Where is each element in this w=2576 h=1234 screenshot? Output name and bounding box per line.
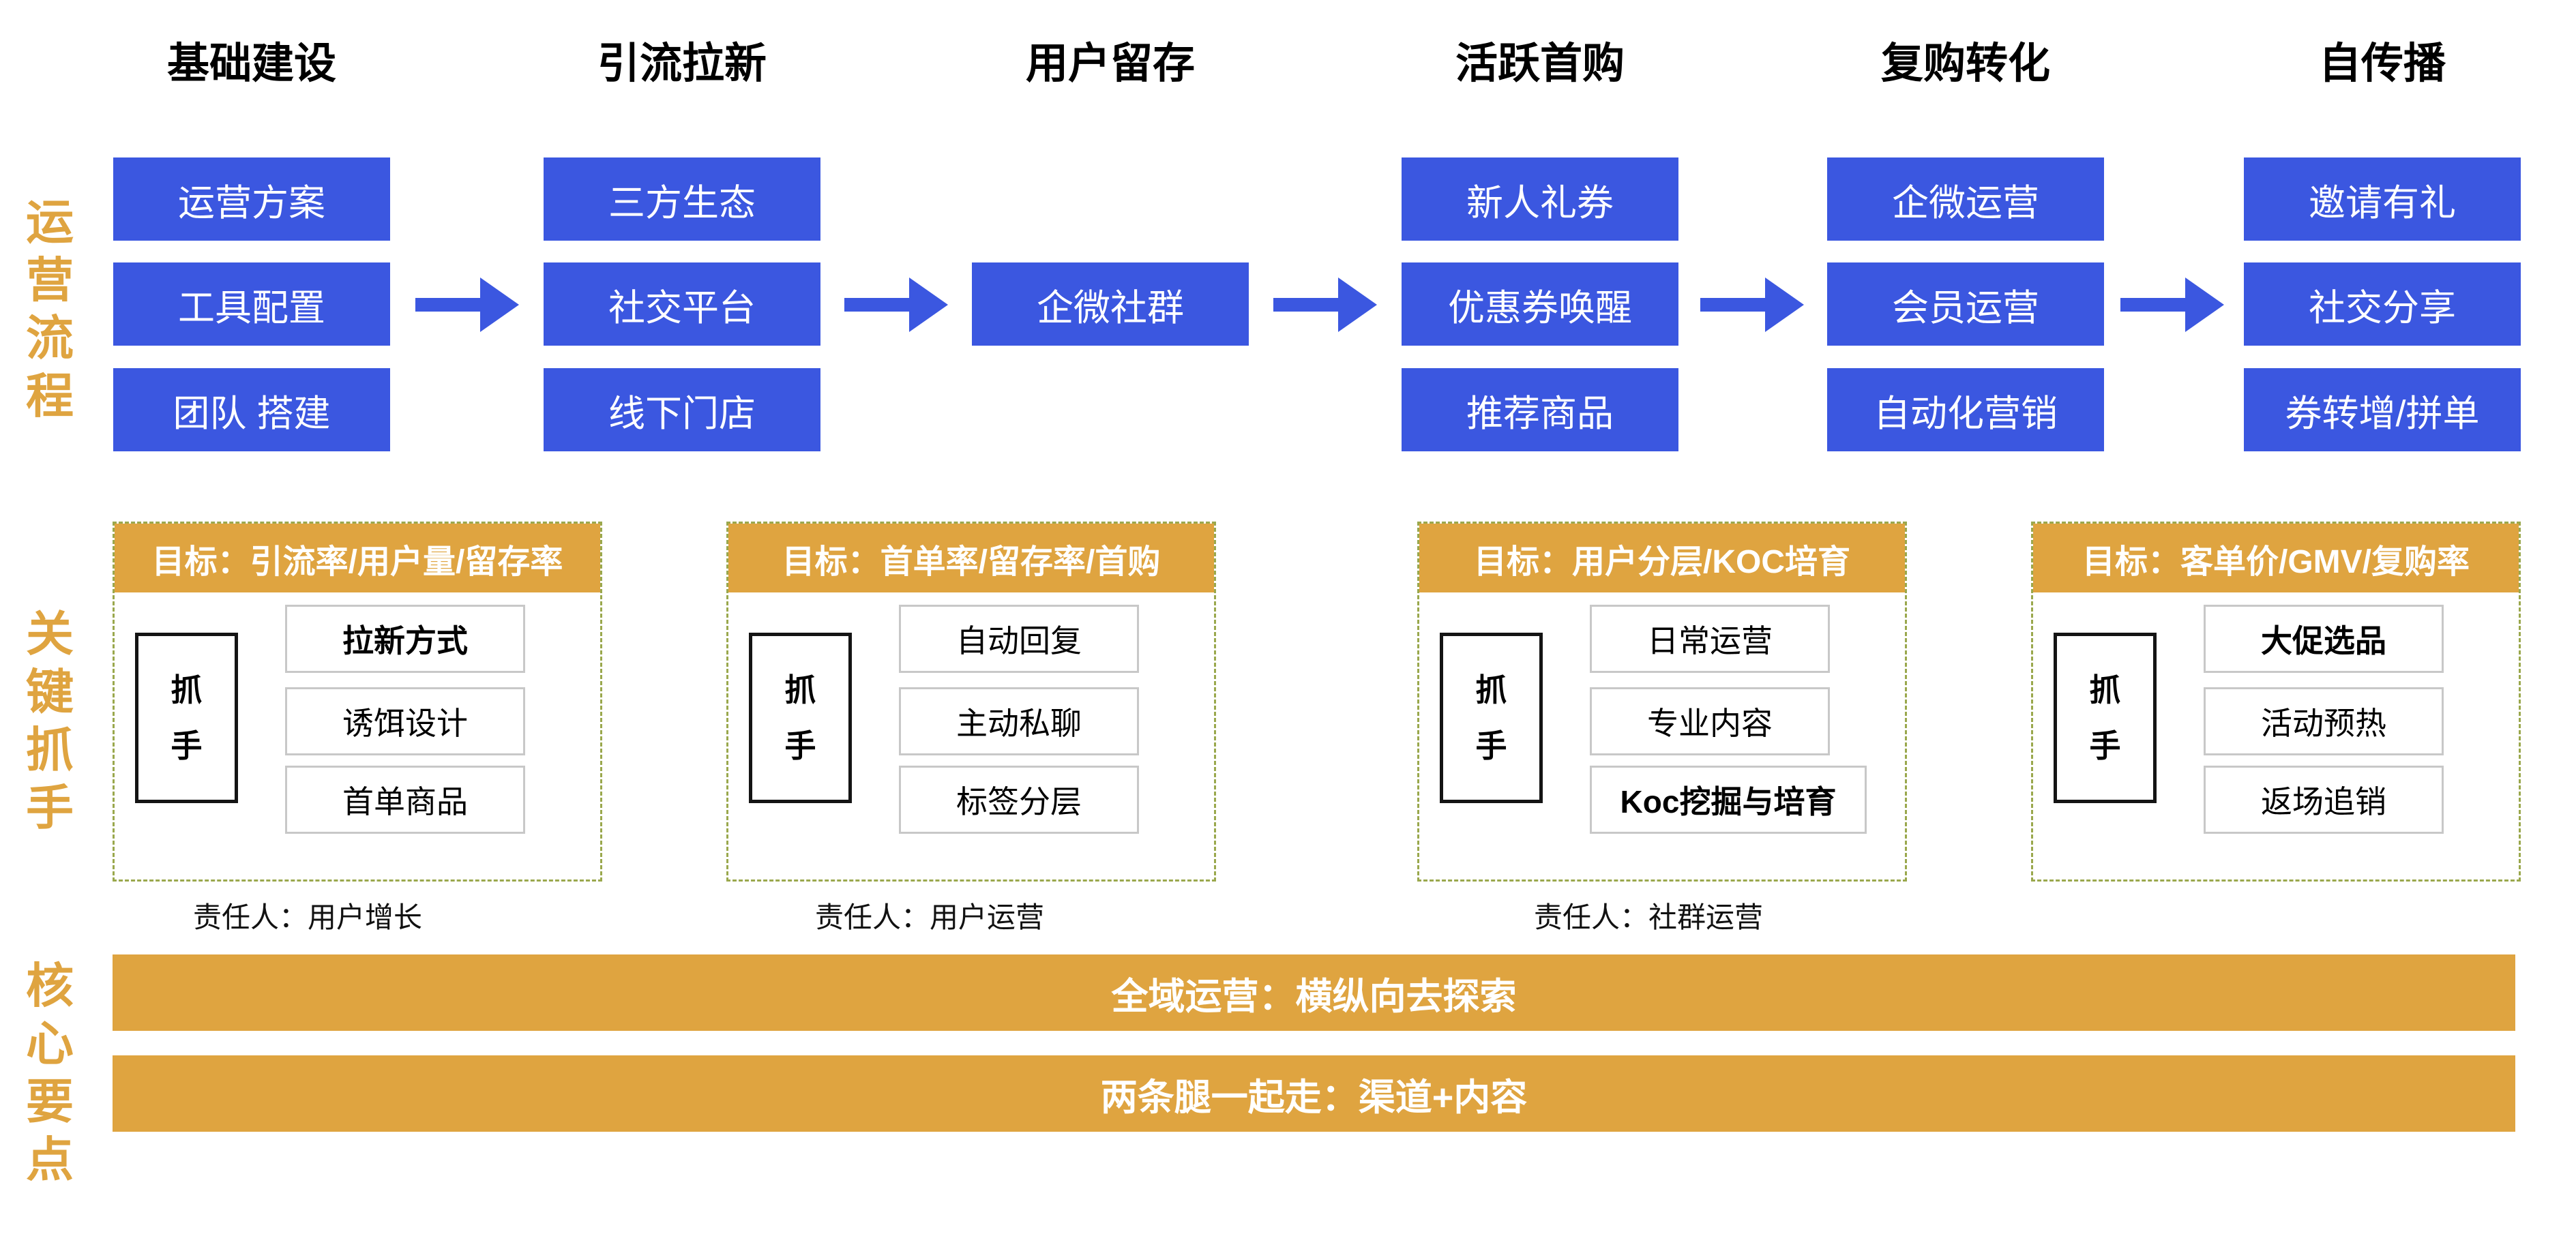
handle-item: 返场追销 <box>2204 766 2444 834</box>
flow-box: 优惠券唤醒 <box>1402 262 1678 346</box>
stage-title-6: 自传播 <box>2318 40 2446 87</box>
flow-box: 推荐商品 <box>1402 368 1678 451</box>
handle-item: 诱饵设计 <box>285 687 525 755</box>
flow-box: 运营方案 <box>113 157 390 241</box>
handle-group-4: 目标：客单价/GMV/复购率 抓手 大促选品 活动预热 返场追销 <box>2031 522 2521 882</box>
arrow-right-icon <box>2120 277 2224 332</box>
owner-label: 责任人：用户运营 <box>815 903 1045 934</box>
handle-box-label: 抓手 <box>784 672 816 764</box>
arrow-right-icon <box>1700 277 1804 332</box>
owner-label: 责任人：用户增长 <box>193 903 423 934</box>
stage-title-1: 基础建设 <box>166 40 336 87</box>
arrow-right-icon <box>1273 277 1377 332</box>
section-label-operation-process: 运营流程 <box>26 196 74 423</box>
handle-group-1: 目标：引流率/用户量/留存率 抓手 拉新方式 诱饵设计 首单商品 <box>113 522 602 882</box>
flow-box: 会员运营 <box>1827 262 2104 346</box>
handle-box: 抓手 <box>135 633 238 803</box>
handle-box: 抓手 <box>749 633 852 803</box>
stage-title-2: 引流拉新 <box>597 40 767 87</box>
handle-item: 专业内容 <box>1590 687 1830 755</box>
handle-item: 标签分层 <box>899 766 1139 834</box>
section-label-core-points: 核心要点 <box>26 959 74 1186</box>
flow-box: 自动化营销 <box>1827 368 2104 451</box>
flow-box: 新人礼券 <box>1402 157 1678 241</box>
key-point-bar-2: 两条腿一起走：渠道+内容 <box>113 1055 2515 1132</box>
handle-box-label: 抓手 <box>2089 672 2121 764</box>
handle-item: 主动私聊 <box>899 687 1139 755</box>
handle-group-2: 目标：首单率/留存率/首购 抓手 自动回复 主动私聊 标签分层 <box>726 522 1216 882</box>
handle-box: 抓手 <box>1440 633 1543 803</box>
flow-box: 三方生态 <box>544 157 820 241</box>
flow-box: 团队 搭建 <box>113 368 390 451</box>
handle-item: 活动预热 <box>2204 687 2444 755</box>
handle-box-label: 抓手 <box>1475 672 1507 764</box>
handle-item: Koc挖掘与培育 <box>1590 766 1867 834</box>
stage-title-5: 复购转化 <box>1880 40 2050 87</box>
arrow-right-icon <box>415 277 519 332</box>
handle-item: 自动回复 <box>899 605 1139 673</box>
flow-box: 工具配置 <box>113 262 390 346</box>
owner-label: 责任人：社群运营 <box>1534 903 1764 934</box>
handle-item: 拉新方式 <box>285 605 525 673</box>
flow-box: 社交平台 <box>544 262 820 346</box>
flow-box: 线下门店 <box>544 368 820 451</box>
stage-title-4: 活跃首购 <box>1455 40 1625 87</box>
goal-header: 目标：客单价/GMV/复购率 <box>2033 524 2519 592</box>
flow-box: 社交分享 <box>2244 262 2521 346</box>
flow-box: 企微社群 <box>972 262 1249 346</box>
goal-header: 目标：用户分层/KOC培育 <box>1419 524 1905 592</box>
flow-box: 券转增/拼单 <box>2244 368 2521 451</box>
handle-box-label: 抓手 <box>171 672 203 764</box>
goal-header: 目标：引流率/用户量/留存率 <box>115 524 600 592</box>
handle-item: 首单商品 <box>285 766 525 834</box>
section-label-key-handles: 关键抓手 <box>26 607 74 834</box>
handle-box: 抓手 <box>2054 633 2157 803</box>
key-point-bar-1: 全域运营：横纵向去探索 <box>113 954 2515 1031</box>
handle-item: 日常运营 <box>1590 605 1830 673</box>
arrow-right-icon <box>844 277 948 332</box>
goal-header: 目标：首单率/留存率/首购 <box>728 524 1214 592</box>
flow-box: 邀请有礼 <box>2244 157 2521 241</box>
handle-item: 大促选品 <box>2204 605 2444 673</box>
handle-group-3: 目标：用户分层/KOC培育 抓手 日常运营 专业内容 Koc挖掘与培育 <box>1417 522 1907 882</box>
stage-title-3: 用户留存 <box>1025 40 1195 87</box>
flow-box: 企微运营 <box>1827 157 2104 241</box>
